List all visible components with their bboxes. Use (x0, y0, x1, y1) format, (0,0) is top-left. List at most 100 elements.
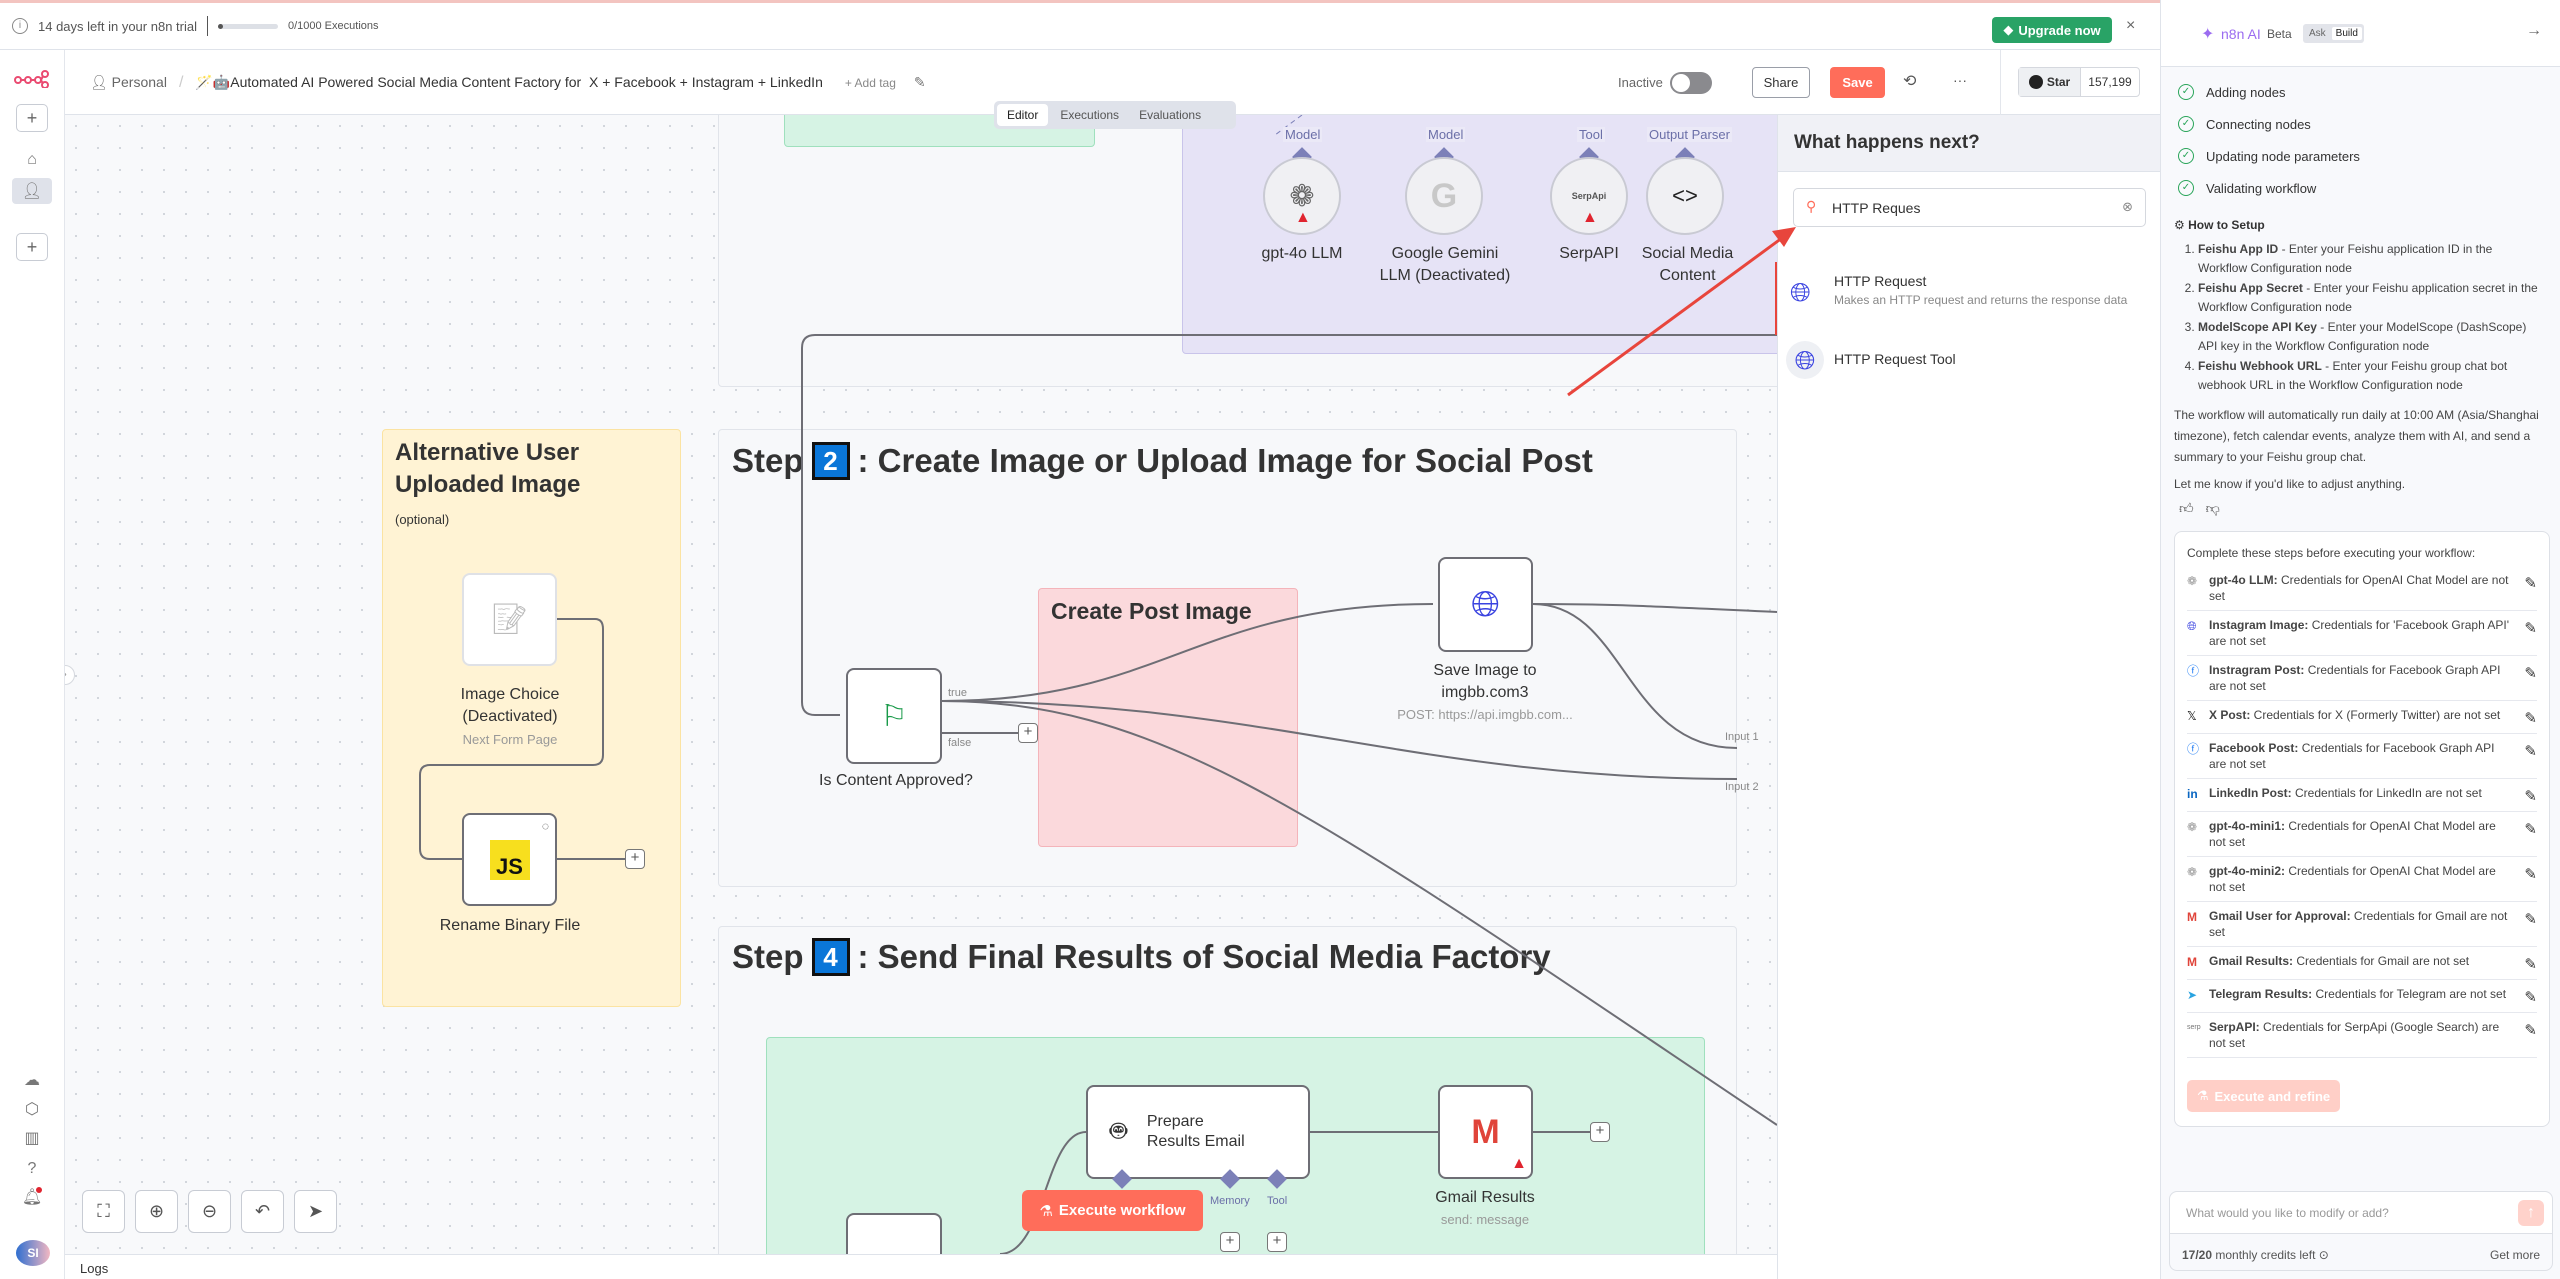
edit-credential-icon[interactable]: ✎ (2524, 575, 2537, 592)
edit-credential-icon[interactable]: ✎ (2524, 956, 2537, 973)
mode-build[interactable]: Build (2331, 27, 2362, 40)
edit-credential-icon[interactable]: ✎ (2524, 1022, 2537, 1039)
chat-input[interactable]: What would you like to modify or add? (2186, 1206, 2389, 1220)
edit-credential-icon[interactable]: ✎ (2524, 821, 2537, 838)
clear-search-icon[interactable]: ⊗ (2122, 199, 2133, 214)
edit-credential-icon[interactable]: ✎ (2524, 989, 2537, 1006)
history-icon[interactable]: ⟲ (1903, 73, 1917, 90)
port-label: Tool (1265, 1195, 1290, 1207)
execute-refine-label: Execute and refine (2214, 1088, 2331, 1104)
logs-panel-toggle[interactable]: Logs (65, 1254, 1777, 1279)
share-button[interactable]: Share (1752, 67, 1810, 98)
javascript-icon: JS (489, 839, 530, 880)
add-subnode-button[interactable]: + (1220, 1232, 1240, 1252)
progress-label: Updating node parameters (2206, 148, 2360, 164)
create-button[interactable]: + (16, 104, 48, 132)
credential-message: Credentials for X (Formerly Twitter) are… (2250, 708, 2501, 722)
credential-node-name: gpt-4o-mini1: (2209, 819, 2285, 833)
gmail-results-node[interactable]: M▲ (1438, 1085, 1533, 1179)
tab-evaluations[interactable]: Evaluations (1139, 108, 1202, 122)
mode-ask[interactable]: Ask (2309, 28, 2326, 39)
active-toggle[interactable] (1670, 72, 1712, 94)
execute-and-refine-button[interactable]: ⚗Execute and refine (2187, 1080, 2340, 1112)
add-project-button[interactable]: + (16, 233, 48, 261)
zoom-in-button[interactable]: ⊕ (135, 1190, 178, 1233)
get-more-link[interactable]: Get more (2489, 1248, 2540, 1262)
gpt-4o-llm-node[interactable]: ❁▲ (1263, 157, 1341, 235)
zoom-to-fit-button[interactable]: ⛶ (82, 1190, 125, 1233)
credential-message: Credentials for Gmail are not set (2293, 954, 2470, 968)
image-choice-node[interactable]: 📝︎ (462, 573, 557, 666)
personal-icon[interactable]: 👤︎ (12, 178, 52, 204)
search-value: HTTP Reques (1832, 200, 1921, 216)
credential-message: Credentials for Gmail are not set (2209, 909, 2508, 939)
tab-editor[interactable]: Editor (997, 104, 1049, 126)
edit-credential-icon[interactable]: ✎ (2524, 710, 2537, 727)
execute-workflow-button[interactable]: ⚗Execute workflow (1022, 1190, 1203, 1231)
templates-icon[interactable]: ⬡ (25, 1101, 39, 1118)
send-button[interactable]: ↑ (2518, 1200, 2544, 1226)
flask-icon: ⚗ (1039, 1202, 1053, 1220)
serpapi-icon: SerpApi (1571, 191, 1607, 201)
edit-credential-icon[interactable]: ✎ (2524, 788, 2537, 805)
serpapi-node[interactable]: SerpApi▲ (1550, 157, 1628, 235)
edit-credential-icon[interactable]: ✎ (2524, 743, 2537, 760)
edit-credential-icon[interactable]: ✎ (2524, 620, 2537, 637)
upgrade-now-button[interactable]: ◆Upgrade now (1992, 17, 2112, 43)
breadcrumb-personal[interactable]: 👤︎ Personal (90, 74, 167, 90)
credential-text: Gmail Results: Credentials for Gmail are… (2209, 953, 2511, 969)
insights-icon[interactable]: ▥ (24, 1130, 40, 1147)
save-image-node[interactable]: 🌐︎ (1438, 557, 1533, 652)
setup-step-title: Feishu App ID (2198, 242, 2279, 256)
credential-message: Credentials for 'Facebook Graph API' are… (2209, 618, 2510, 648)
partial-node[interactable] (846, 1213, 942, 1254)
node-search-input[interactable]: ⚲ HTTP Reques ⊗ (1793, 188, 2146, 227)
add-node-button[interactable]: + (1590, 1122, 1610, 1142)
setup-step: Feishu App Secret - Enter your Feishu ap… (2198, 279, 2543, 317)
prepare-results-email-node[interactable]: 🤖︎Prepare Results Email (1086, 1085, 1310, 1179)
user-avatar[interactable]: SI (16, 1240, 50, 1266)
add-tag-button[interactable]: + Add tag (844, 75, 896, 90)
executions-progress-bar (217, 23, 278, 29)
github-star-button[interactable]: Star 157,199 (2018, 67, 2140, 97)
port-label: Output Parser (1647, 127, 1732, 142)
n8n-logo-icon[interactable] (14, 70, 50, 88)
is-content-approved-node[interactable]: ⚐ (846, 668, 942, 764)
collapse-panel-icon[interactable]: → (2526, 22, 2542, 39)
edit-description-icon[interactable]: ✎ (913, 74, 926, 90)
tidy-up-button[interactable]: ➤ (294, 1190, 337, 1233)
edit-credential-icon[interactable]: ✎ (2524, 911, 2537, 928)
result-http-request[interactable]: 🌐︎ HTTP Request Makes an HTTP request an… (1778, 265, 2161, 335)
home-icon[interactable]: ⌂ (27, 151, 37, 168)
notifications-icon[interactable]: 🔔︎ (21, 1187, 43, 1206)
cloud-icon[interactable]: ☁ (24, 1072, 40, 1089)
google-gemini-node[interactable]: G (1405, 157, 1483, 235)
workflow-title[interactable]: 🪄🤖Automated AI Powered Social Media Cont… (195, 74, 823, 90)
rename-binary-file-node[interactable]: JS◌ (462, 813, 557, 906)
chat-input-box: What would you like to modify or add? ↑ … (2169, 1191, 2553, 1271)
help-icon[interactable]: ? (27, 1160, 37, 1177)
openai-icon: ❁ (2187, 865, 2198, 879)
workflow-canvas[interactable]: Alternative User Uploaded Image (optiona… (65, 115, 1777, 1254)
add-node-button[interactable]: + (625, 849, 645, 869)
node-subtitle: Next Form Page (462, 732, 558, 747)
undo-button[interactable]: ↶ (241, 1190, 284, 1233)
setup-step: ModelScope API Key - Enter your ModelSco… (2198, 318, 2543, 356)
tab-executions[interactable]: Executions (1060, 108, 1120, 122)
edit-credential-icon[interactable]: ✎ (2524, 866, 2537, 883)
connection-line (1532, 603, 1777, 613)
social-media-content-node[interactable]: <> (1646, 157, 1724, 235)
close-banner-button[interactable]: × (2126, 17, 2136, 34)
result-http-request-tool[interactable]: 🌐︎ HTTP Request Tool (1778, 339, 2161, 381)
edit-credential-icon[interactable]: ✎ (2524, 665, 2537, 682)
add-node-button[interactable]: + (1018, 723, 1038, 743)
thumbs-down-icon[interactable]: 👎︎ (2205, 500, 2220, 516)
more-options-button[interactable]: ··· (1953, 72, 1967, 88)
globe-icon: 🌐︎ (1786, 341, 1824, 379)
save-button[interactable]: Save (1830, 67, 1885, 98)
thumbs-up-icon[interactable]: 👍︎ (2179, 500, 2194, 516)
zoom-out-button[interactable]: ⊖ (188, 1190, 231, 1233)
credential-item: 🌐︎Instagram Image: Credentials for 'Face… (2187, 611, 2537, 656)
add-subnode-button[interactable]: + (1267, 1232, 1287, 1252)
